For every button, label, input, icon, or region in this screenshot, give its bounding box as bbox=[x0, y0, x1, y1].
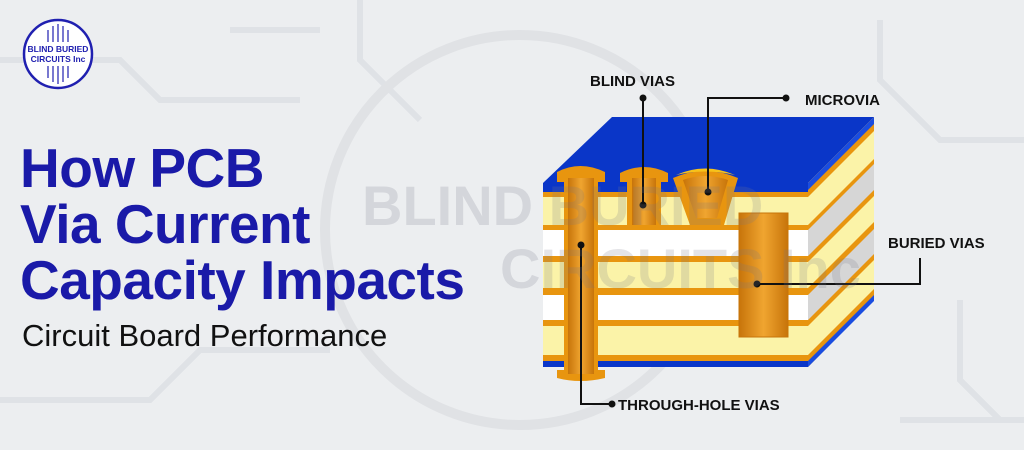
label-through-hole-vias: THROUGH-HOLE VIAS bbox=[618, 397, 780, 414]
logo-text-1: BLIND BURIED bbox=[28, 44, 89, 54]
label-microvia: MICROVIA bbox=[805, 92, 880, 109]
label-blind-vias: BLIND VIAS bbox=[590, 73, 675, 90]
title-line-3: Capacity Impacts bbox=[20, 249, 465, 311]
page-title: How PCB Via Current Capacity Impacts bbox=[20, 137, 465, 311]
microvia bbox=[673, 168, 738, 225]
title-line-1: How PCB bbox=[20, 137, 265, 199]
buried-via bbox=[738, 212, 789, 338]
title-line-2: Via Current bbox=[20, 193, 310, 255]
subtitle: Circuit Board Performance bbox=[22, 318, 388, 353]
company-logo: BLIND BURIED CIRCUITS Inc bbox=[22, 18, 94, 90]
logo-text-2: CIRCUITS Inc bbox=[31, 54, 86, 64]
label-buried-vias: BURIED VIAS bbox=[888, 235, 985, 252]
